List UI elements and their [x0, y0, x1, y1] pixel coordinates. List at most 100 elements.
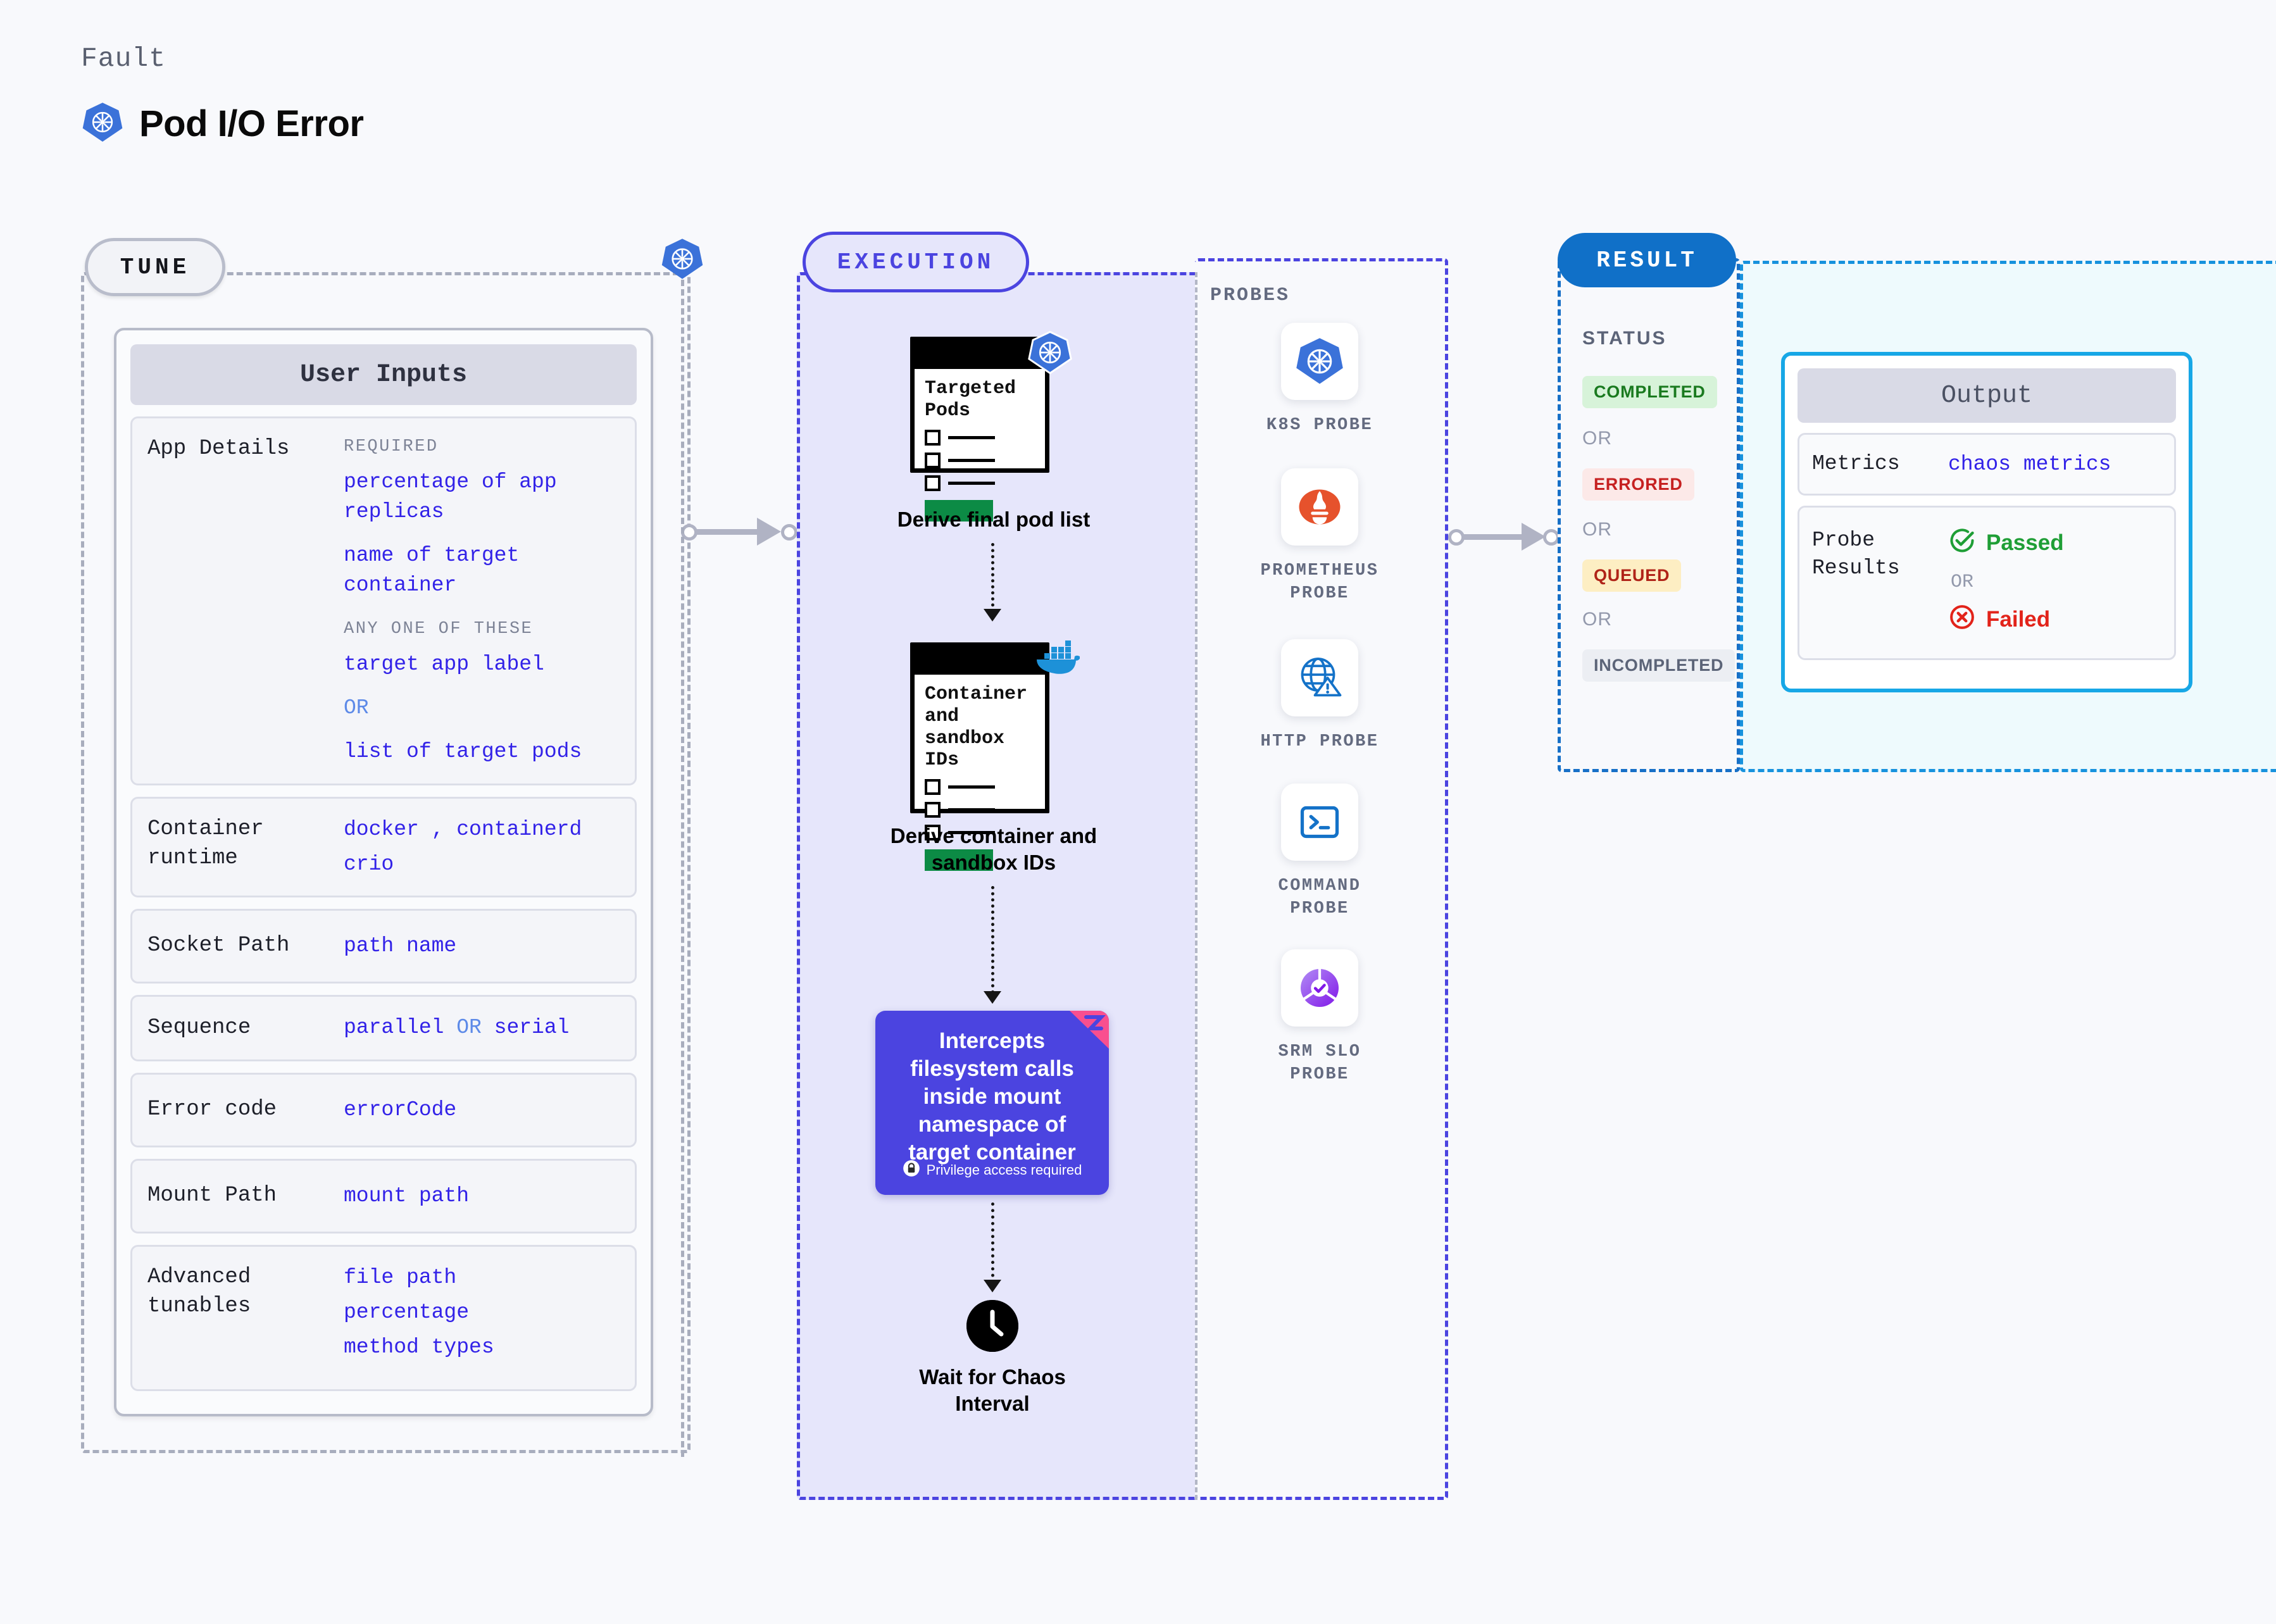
line-placeholder	[948, 785, 995, 789]
output-title: Output	[1798, 368, 2176, 423]
input-key: Socket Path	[147, 934, 290, 958]
flow-arrow	[991, 886, 994, 994]
connector-execution-to-result	[1448, 518, 1562, 556]
input-values: docker , containerd crio	[344, 815, 620, 880]
container-sandbox-card: Container and sandbox IDs	[910, 642, 1049, 871]
input-row-socket-path: Socket Path path name	[130, 909, 637, 984]
input-values: mount path	[344, 1182, 620, 1211]
user-inputs-card: User Inputs App Details REQUIRED percent…	[114, 328, 653, 1416]
output-row-metrics: Metrics chaos metrics	[1798, 433, 2176, 496]
status-badge-errored: ERRORED	[1582, 468, 1694, 501]
flow-arrow	[991, 1202, 994, 1284]
srm-slo-icon	[1281, 949, 1358, 1027]
input-key: Sequence	[147, 1015, 251, 1040]
checkbox-icon	[925, 779, 941, 796]
line-placeholder	[948, 831, 995, 835]
fault-title-row: Pod I/O Error	[81, 101, 364, 147]
output-card: Output Metrics chaos metrics Probe Resul…	[1781, 352, 2192, 692]
node-caption-wait-chaos: Wait for Chaos Interval	[919, 1365, 1066, 1416]
http-globe-icon	[1281, 639, 1358, 716]
status-badge-completed: COMPLETED	[1582, 376, 1717, 408]
prometheus-icon	[1281, 468, 1358, 546]
kubernetes-icon	[660, 237, 704, 281]
input-value: parallel OR serial	[344, 1016, 570, 1040]
input-values: parallel OR serial	[344, 1013, 620, 1043]
checklist-item	[925, 802, 1035, 818]
checklist-item	[925, 452, 1035, 468]
kubernetes-icon	[1281, 323, 1358, 400]
card-body: Targeted Pods	[915, 369, 1045, 522]
input-values: file path percentage method types	[344, 1263, 620, 1363]
result-status-stage	[1558, 258, 1740, 772]
connector-line	[1456, 534, 1537, 540]
probe-result-passed: Passed	[1948, 527, 2161, 560]
input-key: Mount Path	[147, 1184, 277, 1208]
required-label: REQUIRED	[344, 437, 439, 456]
card-topbar	[915, 341, 1045, 369]
line-placeholder	[948, 481, 995, 485]
input-value: crio	[344, 852, 394, 876]
page-header: Fault Pod I/O Error	[81, 43, 364, 147]
input-key: App Details	[147, 437, 290, 461]
flow-arrowhead	[984, 1280, 1001, 1292]
privilege-note-text: Privilege access required	[926, 1162, 1082, 1178]
input-key: Container runtime	[147, 816, 264, 870]
input-row-error-code: Error code errorCode	[130, 1073, 637, 1148]
input-value: mount path	[344, 1184, 470, 1208]
output-key-metrics: Metrics	[1812, 452, 1900, 475]
anyone-label: ANY ONE OF THESE	[344, 619, 534, 639]
probe-http[interactable]: HTTP PROBE	[1222, 639, 1418, 753]
kubernetes-icon	[1027, 330, 1073, 375]
input-row-sequence: Sequence parallel OR serial	[130, 995, 637, 1062]
card-title: Targeted Pods	[925, 378, 1016, 422]
checkbox-icon	[925, 429, 941, 446]
checklist-item	[925, 429, 1035, 446]
line-placeholder	[948, 808, 995, 812]
checkbox-icon	[925, 825, 941, 841]
status-badge-queued: QUEUED	[1582, 559, 1682, 592]
input-value: docker , containerd	[344, 817, 582, 841]
line-placeholder	[948, 458, 995, 462]
input-row-advanced-tunables: Advanced tunables file path percentage m…	[130, 1245, 637, 1391]
status-or: OR	[1582, 428, 1612, 449]
input-value: method types	[344, 1335, 494, 1359]
probe-result-or: OR	[1951, 571, 1974, 593]
green-bar	[925, 849, 993, 871]
probe-label: K8S PROBE	[1266, 416, 1373, 435]
checklist-item	[925, 779, 1035, 796]
flow-arrowhead	[984, 991, 1001, 1004]
output-key-probe-results: Probe Results	[1812, 528, 1900, 580]
connector-dot-start	[1448, 529, 1465, 546]
tune-stage-label: TUNE	[85, 238, 225, 296]
page-title: Pod I/O Error	[139, 103, 364, 144]
output-values: chaos metrics	[1948, 453, 2161, 476]
probes-stage	[1195, 258, 1448, 1500]
connector-arrowhead	[1522, 523, 1546, 551]
green-bar	[925, 499, 993, 522]
card-checklist	[925, 779, 1035, 841]
input-row-app-details: App Details REQUIRED percentage of app r…	[130, 416, 637, 785]
input-value: target app label	[344, 653, 544, 677]
execution-stage	[797, 272, 1198, 1500]
probe-k8s[interactable]: K8S PROBE	[1222, 323, 1418, 437]
input-row-container-runtime: Container runtime docker , containerd cr…	[130, 796, 637, 898]
connector-tune-to-execution	[681, 513, 801, 551]
user-inputs-title: User Inputs	[130, 344, 637, 405]
input-value: list of target pods	[344, 739, 582, 763]
privilege-note-row: Privilege access required	[875, 1159, 1109, 1181]
probe-result-passed-label: Passed	[1986, 530, 2064, 556]
node-caption-derive-pod-list: Derive final pod list	[897, 508, 1091, 531]
check-circle-icon	[1948, 527, 1976, 560]
probe-command[interactable]: COMMAND PROBE	[1222, 784, 1418, 921]
status-or: OR	[1582, 609, 1612, 630]
probe-prometheus[interactable]: PROMETHEUS PROBE	[1222, 468, 1418, 606]
x-circle-icon	[1948, 603, 1976, 637]
probe-result-failed-label: Failed	[1986, 607, 2051, 632]
output-value-metrics: chaos metrics	[1948, 452, 2111, 476]
card-body: Container and sandbox IDs	[915, 675, 1045, 871]
probe-label: PROMETHEUS PROBE	[1260, 561, 1379, 604]
probe-srm-slo[interactable]: SRM SLO PROBE	[1222, 949, 1418, 1087]
targeted-pods-card: Targeted Pods	[910, 337, 1049, 522]
input-values: errorCode	[344, 1096, 620, 1125]
kubernetes-icon	[81, 101, 124, 147]
